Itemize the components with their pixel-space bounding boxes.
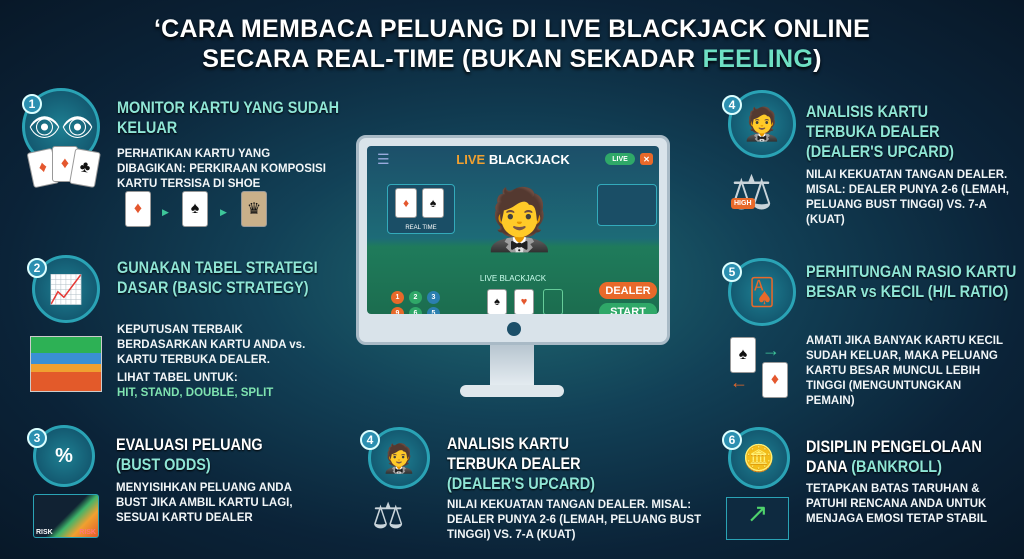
game-screen: ☰ LIVE BLACKJACK LIVE ✕ ♦ ♠ REAL TIME 🤵 … <box>367 146 659 314</box>
game-title: LIVE BLACKJACK <box>456 152 570 167</box>
monitor-illustration: ☰ LIVE BLACKJACK LIVE ✕ ♦ ♠ REAL TIME 🤵 … <box>356 135 670 345</box>
monitor-base <box>460 385 564 397</box>
page-title: ‘CARA MEMBACA PELUANG DI LIVE BLACKJACK … <box>153 15 871 73</box>
strategy-table-icon <box>30 336 102 392</box>
section-heading: PERHITUNGAN RASIO KARTU BESAR vs KECIL (… <box>806 262 1017 301</box>
balance-scale-icon: ⚖ <box>372 495 405 536</box>
dealer-figure: 🤵 <box>482 186 557 253</box>
growth-chart-icon: ↗ <box>726 497 789 540</box>
close-button[interactable]: ✕ <box>640 153 653 165</box>
step-number: 5 <box>722 262 742 282</box>
power-button <box>507 322 521 336</box>
card-icon: ♦ <box>762 362 788 398</box>
card-icon: ♠ <box>487 289 507 314</box>
section-text: MENYISIHKAN PELUANG ANDA BUST JIKA AMBIL… <box>116 482 293 524</box>
real-time-panel: ♦ ♠ REAL TIME <box>387 184 455 234</box>
card-icon: ♣ <box>69 148 101 188</box>
risk-meter-icon: RISK RISK <box>33 494 99 538</box>
step-number: 3 <box>27 428 47 448</box>
balance-scale-icon: ⚖ <box>730 167 774 220</box>
step-number: 4 <box>722 95 742 115</box>
section-heading: MONITOR KARTU YANG SUDAH KELUAR <box>117 98 340 137</box>
dealer-icon: 🤵 <box>368 427 430 489</box>
step-number: 6 <box>722 430 742 450</box>
section-heading: ANALISIS KARTU TERBUKA DEALER(DEALER'S U… <box>447 434 595 493</box>
chip-panel: 1 2 3 9 6 5 <box>389 291 444 314</box>
empty-card-slot <box>543 289 563 314</box>
section-heading: EVALUASI PELUANG(BUST ODDS) <box>116 435 263 474</box>
start-button[interactable]: START <box>599 303 657 314</box>
section-heading: ANALISIS KARTU TERBUKA DEALER (DEALER'S … <box>806 102 954 161</box>
menu-icon[interactable]: ☰ <box>377 151 390 167</box>
dealer-button[interactable]: DEALER <box>599 282 657 299</box>
card-icon: ♠ <box>730 337 756 373</box>
step-number: 2 <box>27 258 47 278</box>
card-icon: ♥ <box>514 289 534 314</box>
stats-panel <box>597 184 657 226</box>
section-text: NILAI KEKUATAN TANGAN DEALER.MISAL: DEAL… <box>806 169 1009 226</box>
section-text: TETAPKAN BATAS TARUHAN & PATUHI RENCANA … <box>806 483 988 525</box>
section-text: AMATI JIKA BANYAK KARTU KECIL SUDAH KELU… <box>806 335 1003 407</box>
card-sequence-icon: ♦▶ ♠▶ ♛ <box>117 191 277 227</box>
section-heading: GUNAKAN TABEL STRATEGI DASAR (BASIC STRA… <box>117 258 318 297</box>
section-text: PERHATIKAN KARTU YANG DIBAGIKAN: PERKIRA… <box>117 148 326 190</box>
section-text: KEPUTUSAN TERBAIK BERDASARKAN KARTU ANDA… <box>117 324 306 399</box>
scale-weight-label: HIGH <box>731 198 755 209</box>
step-number: 4 <box>360 430 380 450</box>
arrow-right-icon: → <box>762 340 780 360</box>
step-number: 1 <box>22 94 42 114</box>
table-label: LIVE BLACKJACK <box>479 274 547 283</box>
arrow-left-icon: ← <box>730 372 748 392</box>
section-text: NILAI KEKUATAN TANGAN DEALER. MISAL: DEA… <box>447 499 702 541</box>
monitor-stand <box>490 345 534 387</box>
live-badge: LIVE <box>605 153 635 165</box>
